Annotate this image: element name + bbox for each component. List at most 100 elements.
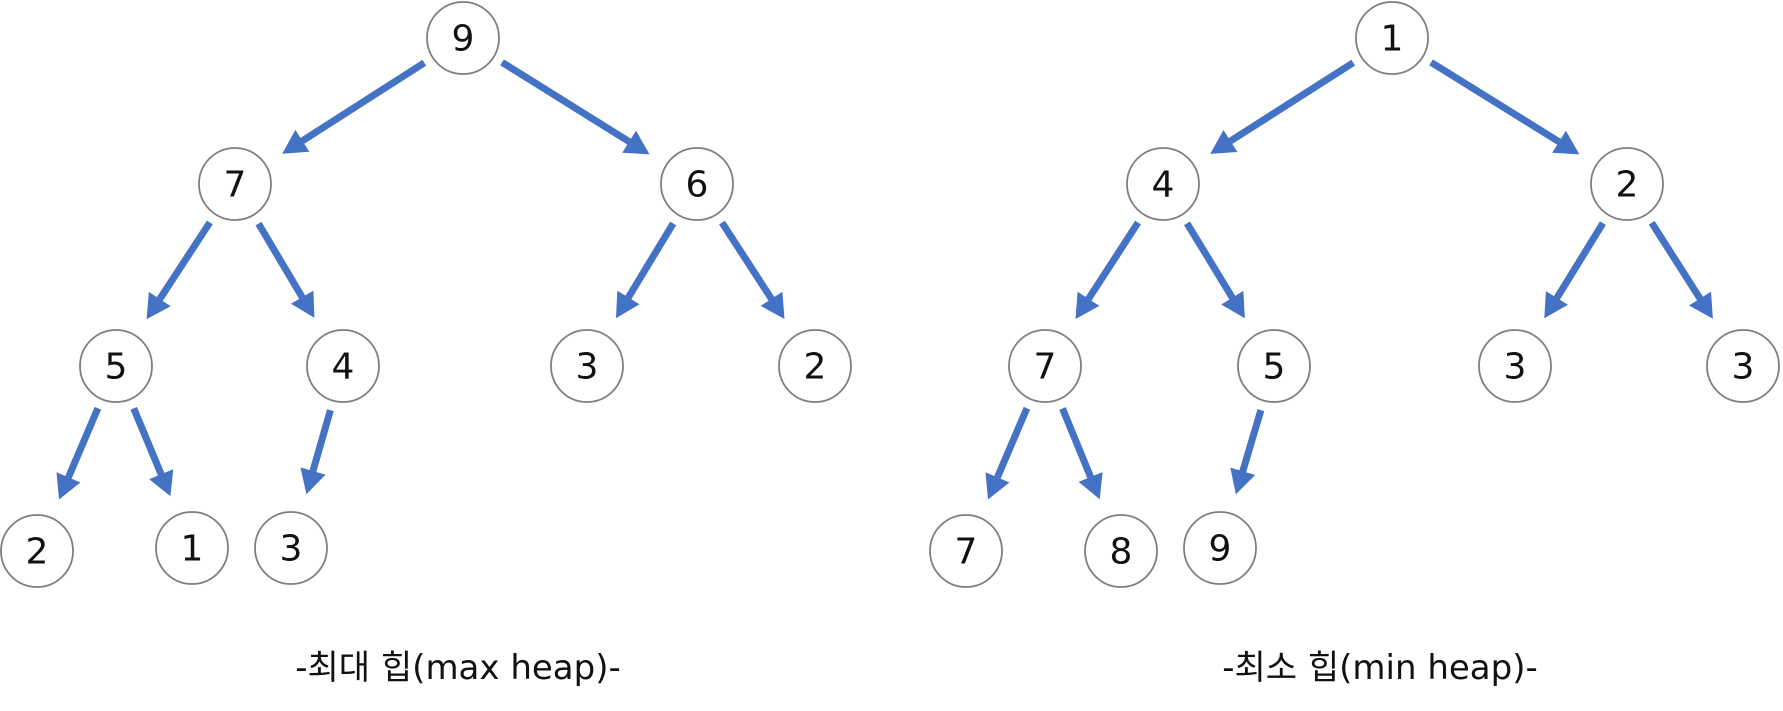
max-heap-node: 5 <box>79 329 153 403</box>
min-heap-edge-arrow <box>985 406 1031 500</box>
max-heap-node-circle <box>660 147 734 221</box>
max-heap-node-circle <box>198 147 272 221</box>
min-heap-node: 7 <box>1008 329 1082 403</box>
max-heap-edge-arrow <box>616 221 677 319</box>
max-heap-node-value: 7 <box>224 165 247 206</box>
max-heap-node-value: 4 <box>332 347 355 388</box>
min-heap-edge-line <box>1059 407 1095 481</box>
max-heap-node-circle <box>778 329 852 403</box>
min-heap-edge-arrow <box>1648 220 1713 319</box>
min-heap-node: 3 <box>1706 329 1780 403</box>
max-heap-node-circle <box>550 329 624 403</box>
max-heap-edge-arrow <box>300 409 334 495</box>
min-heap-edge-arrow <box>1075 220 1141 319</box>
max-heap-node: 7 <box>198 147 272 221</box>
min-heap-node: 8 <box>1084 514 1158 588</box>
max-heap-node: 2 <box>0 514 74 588</box>
min-heap-node: 9 <box>1183 511 1257 585</box>
min-heap-edge-arrowhead <box>1544 291 1568 319</box>
min-heap-node-circle <box>1237 329 1311 403</box>
min-heap-node-circle <box>1355 1 1429 75</box>
min-heap-tree: 1 4 2 7 5 3 3 7 8 9 <box>929 1 1780 588</box>
max-heap-edge-arrow <box>282 59 427 154</box>
max-heap-edge-arrowhead <box>622 130 650 155</box>
max-heap-node-value: 5 <box>105 347 128 388</box>
min-heap-node-value: 9 <box>1209 529 1232 570</box>
max-heap-node-value: 9 <box>452 19 475 60</box>
min-heap-node-value: 3 <box>1732 347 1755 388</box>
max-heap-tree: 9 7 6 5 4 3 2 2 1 3 <box>0 1 852 588</box>
max-heap-node: 3 <box>550 329 624 403</box>
min-heap-node-value: 2 <box>1616 165 1639 206</box>
min-heap-node-value: 8 <box>1110 532 1133 573</box>
min-heap-edge-line <box>1226 59 1356 146</box>
min-heap-edge-line <box>993 406 1031 481</box>
max-heap-node: 9 <box>426 1 500 75</box>
min-heap-node-circle <box>1478 329 1552 403</box>
max-heap-node: 2 <box>778 329 852 403</box>
max-heap-node-value: 3 <box>576 347 599 388</box>
max-heap-node: 3 <box>254 511 328 585</box>
max-heap-edge-line <box>500 59 633 146</box>
min-heap-edge-arrow <box>1210 59 1356 154</box>
min-heap-node-circle <box>1008 329 1082 403</box>
min-heap-edge-arrow <box>1544 221 1606 319</box>
min-heap-node: 7 <box>929 514 1003 588</box>
min-heap-edge-arrow <box>1429 59 1580 155</box>
max-heap-edge-line <box>255 221 307 301</box>
max-heap-edge-arrowhead <box>760 291 785 319</box>
max-heap-edge-arrow <box>146 220 213 320</box>
min-heap-edge-arrowhead <box>1689 291 1713 319</box>
max-heap-edge-line <box>309 409 334 474</box>
max-heap-edge-arrowhead <box>291 290 315 318</box>
min-heap-node-circle <box>1183 511 1257 585</box>
max-heap-node: 1 <box>155 511 229 585</box>
max-heap-edge-arrowhead <box>146 291 171 320</box>
min-heap-node: 5 <box>1237 329 1311 403</box>
min-heap-edge-line <box>1429 59 1563 146</box>
max-heap-edge-line <box>719 220 776 303</box>
min-heap-edge-arrowhead <box>1075 291 1100 319</box>
min-heap-node-value: 7 <box>1034 347 1057 388</box>
min-heap-edge-arrowhead <box>1221 290 1245 319</box>
max-heap-edge-line <box>624 221 677 302</box>
min-heap-node-value: 3 <box>1504 347 1527 388</box>
max-heap-edge-line <box>298 59 427 145</box>
min-heap-edge-arrow <box>1184 221 1245 319</box>
min-heap-edge-arrowhead <box>1552 130 1580 155</box>
min-heap-node: 4 <box>1126 147 1200 221</box>
min-heap-node-value: 1 <box>1381 19 1404 60</box>
max-heap-edge-line <box>64 406 102 481</box>
min-heap-edge-arrowhead <box>1078 472 1103 500</box>
max-heap-caption: -최대 힙(max heap)- <box>295 648 621 688</box>
max-heap-edge-arrowhead <box>149 469 174 497</box>
min-heap-node-circle <box>1084 514 1158 588</box>
max-heap-node-value: 6 <box>686 165 709 206</box>
max-heap-edge-arrowhead <box>282 129 310 154</box>
min-heap-node: 1 <box>1355 1 1429 75</box>
max-heap-node-circle <box>306 329 380 403</box>
max-heap-node-value: 2 <box>804 347 827 388</box>
max-heap-node-value: 2 <box>26 532 49 573</box>
min-heap-node-value: 5 <box>1263 347 1286 388</box>
max-heap-edge-line <box>155 220 213 303</box>
max-heap-edge-arrow <box>500 59 650 155</box>
min-heap-edge-arrow <box>1059 407 1103 500</box>
min-heap-edge-line <box>1552 221 1606 302</box>
max-heap-edge-arrow <box>56 406 102 500</box>
max-heap-edge-line <box>130 407 166 478</box>
min-heap-node-circle <box>929 514 1003 588</box>
min-heap-node-value: 4 <box>1152 165 1175 206</box>
max-heap-node-value: 3 <box>280 529 303 570</box>
min-heap-caption: -최소 힙(min heap)- <box>1222 648 1538 688</box>
max-heap-node-circle <box>426 1 500 75</box>
max-heap-node-circle <box>254 511 328 585</box>
max-heap-node: 4 <box>306 329 380 403</box>
min-heap-edge-arrowhead <box>1230 467 1256 495</box>
max-heap-edge-arrow <box>130 407 174 497</box>
min-heap-edge-line <box>1238 409 1265 475</box>
max-heap-edge-arrow <box>719 220 785 319</box>
max-heap-node-circle <box>79 329 153 403</box>
